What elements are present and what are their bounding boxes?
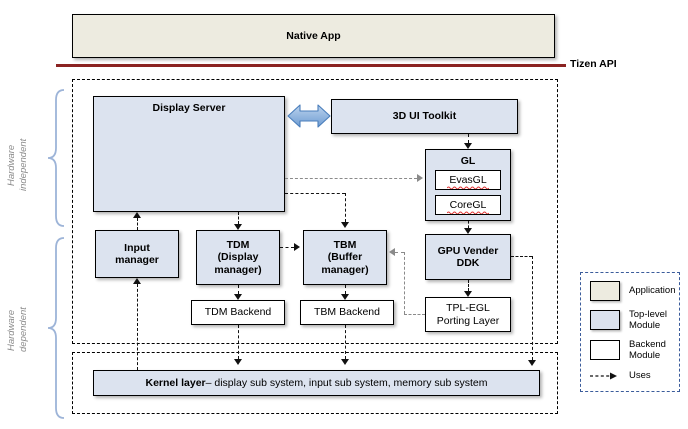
kernel-layer-detail: – display sub system, input sub system, … [205, 376, 488, 389]
tbm-label: TBM (Buffer manager) [321, 238, 369, 276]
conn-gpu-kernel-v [532, 256, 533, 360]
tdm-box: TDM (Display manager) [196, 230, 280, 285]
conn-tbm-backend-kernel [345, 325, 346, 359]
hardware-independent-region [72, 79, 558, 344]
tdm-backend-box: TDM Backend [191, 300, 285, 325]
legend-swatch-application [590, 281, 620, 301]
legend-item-top-level-module: Top-level Module [590, 309, 667, 332]
legend-swatch-backend-module [590, 340, 620, 361]
conn-ds-gl [285, 178, 417, 179]
conn-ds-tdm-arrow [234, 224, 242, 230]
legend-label-uses: Uses [629, 370, 651, 381]
conn-tdm-backend-kernel [238, 325, 239, 359]
hardware-dependent-region [72, 352, 558, 414]
conn-gl-gpu-arrow [464, 228, 472, 234]
legend-swatch-top-level-module [590, 310, 620, 331]
hardware-dependent-label: Hardware dependent [6, 307, 29, 353]
legend-item-application: Application [590, 281, 675, 301]
conn-ds-tbm-h [285, 193, 345, 194]
tizen-api-label: Tizen API [570, 58, 617, 70]
conn-tdm-backend-arrow [234, 294, 242, 300]
legend-item-backend-module: Backend Module [590, 339, 666, 362]
conn-gpu-tpl-arrow [464, 291, 472, 297]
tbm-backend-label: TBM Backend [314, 306, 380, 319]
tbm-backend-box: TBM Backend [300, 300, 394, 325]
legend-label-top-level-module: Top-level Module [629, 309, 668, 332]
input-manager-box: Input manager [95, 230, 179, 278]
tbm-box: TBM (Buffer manager) [303, 230, 387, 285]
conn-kernel-input [137, 284, 138, 370]
hardware-independent-brace [47, 89, 65, 227]
coregl-box: CoreGL [435, 195, 501, 215]
conn-toolkit-gl [468, 134, 469, 143]
tpl-egl-box: TPL-EGL Porting Layer [425, 297, 511, 332]
gpu-vender-ddk-label: GPU Vender DDK [437, 244, 499, 269]
gl-label: GL [460, 155, 476, 167]
conn-tpl-tbm-v [404, 252, 405, 314]
conn-tdm-tbm-arrow [294, 243, 300, 251]
conn-tpl-tbm-arrow [389, 248, 395, 256]
conn-tbm-backend-arrow [341, 294, 349, 300]
conn-input-ds-arrow [133, 212, 141, 218]
conn-gpu-kernel-h [511, 256, 532, 257]
display-server-box: Display Server [93, 96, 285, 212]
conn-tdm-tbm [280, 247, 294, 248]
bidirectional-arrow-icon [287, 104, 331, 128]
conn-gpu-kernel-arrow [528, 360, 536, 366]
conn-ds-gl-arrow [417, 174, 423, 182]
conn-tpl-tbm-h2 [395, 252, 404, 253]
tdm-backend-label: TDM Backend [204, 306, 272, 319]
conn-ds-tbm-v [345, 193, 346, 222]
evasgl-spellcheck-underline [447, 186, 489, 189]
ui-toolkit-box: 3D UI Toolkit [331, 99, 518, 134]
conn-kernel-input-arrow [133, 278, 141, 284]
kernel-layer-box: Kernel layer– display sub system, input … [93, 370, 540, 396]
display-server-label: Display Server [152, 102, 226, 114]
hardware-dependent-brace [47, 237, 65, 419]
conn-input-ds [137, 218, 138, 230]
gpu-vender-ddk-box: GPU Vender DDK [425, 234, 511, 280]
tdm-label: TDM (Display manager) [214, 238, 262, 276]
tizen-api-line [56, 64, 566, 67]
evasgl-label: EvasGL [449, 173, 487, 186]
conn-tbm-backend-kernel-arrow [341, 359, 349, 365]
tpl-egl-label: TPL-EGL Porting Layer [436, 302, 500, 327]
conn-gl-gpu [468, 221, 469, 228]
conn-ds-tdm [238, 212, 239, 224]
conn-toolkit-gl-arrow [464, 143, 472, 149]
legend-item-uses: Uses [590, 370, 651, 381]
conn-gpu-tpl [468, 280, 469, 291]
legend-label-application: Application [629, 285, 676, 297]
conn-tbm-backend [345, 285, 346, 294]
conn-ds-tbm-arrow [341, 222, 349, 228]
coregl-label: CoreGL [449, 198, 487, 211]
conn-tdm-backend-kernel-arrow [234, 359, 242, 365]
hardware-independent-label: Hardware independent [6, 138, 29, 192]
native-app-box: Native App [72, 14, 555, 58]
ui-toolkit-label: 3D UI Toolkit [392, 110, 457, 123]
conn-tdm-backend [238, 285, 239, 294]
legend-uses-arrow-icon [590, 372, 617, 380]
kernel-layer-label: Kernel layer [145, 376, 206, 389]
conn-tpl-tbm-h [404, 314, 425, 315]
coregl-spellcheck-underline [447, 211, 489, 214]
evasgl-box: EvasGL [435, 170, 501, 190]
native-app-label: Native App [286, 29, 341, 42]
kernel-layer-text: Kernel layer– display sub system, input … [146, 377, 488, 389]
legend-label-backend-module: Backend Module [629, 339, 666, 362]
input-manager-label: Input manager [115, 241, 159, 266]
